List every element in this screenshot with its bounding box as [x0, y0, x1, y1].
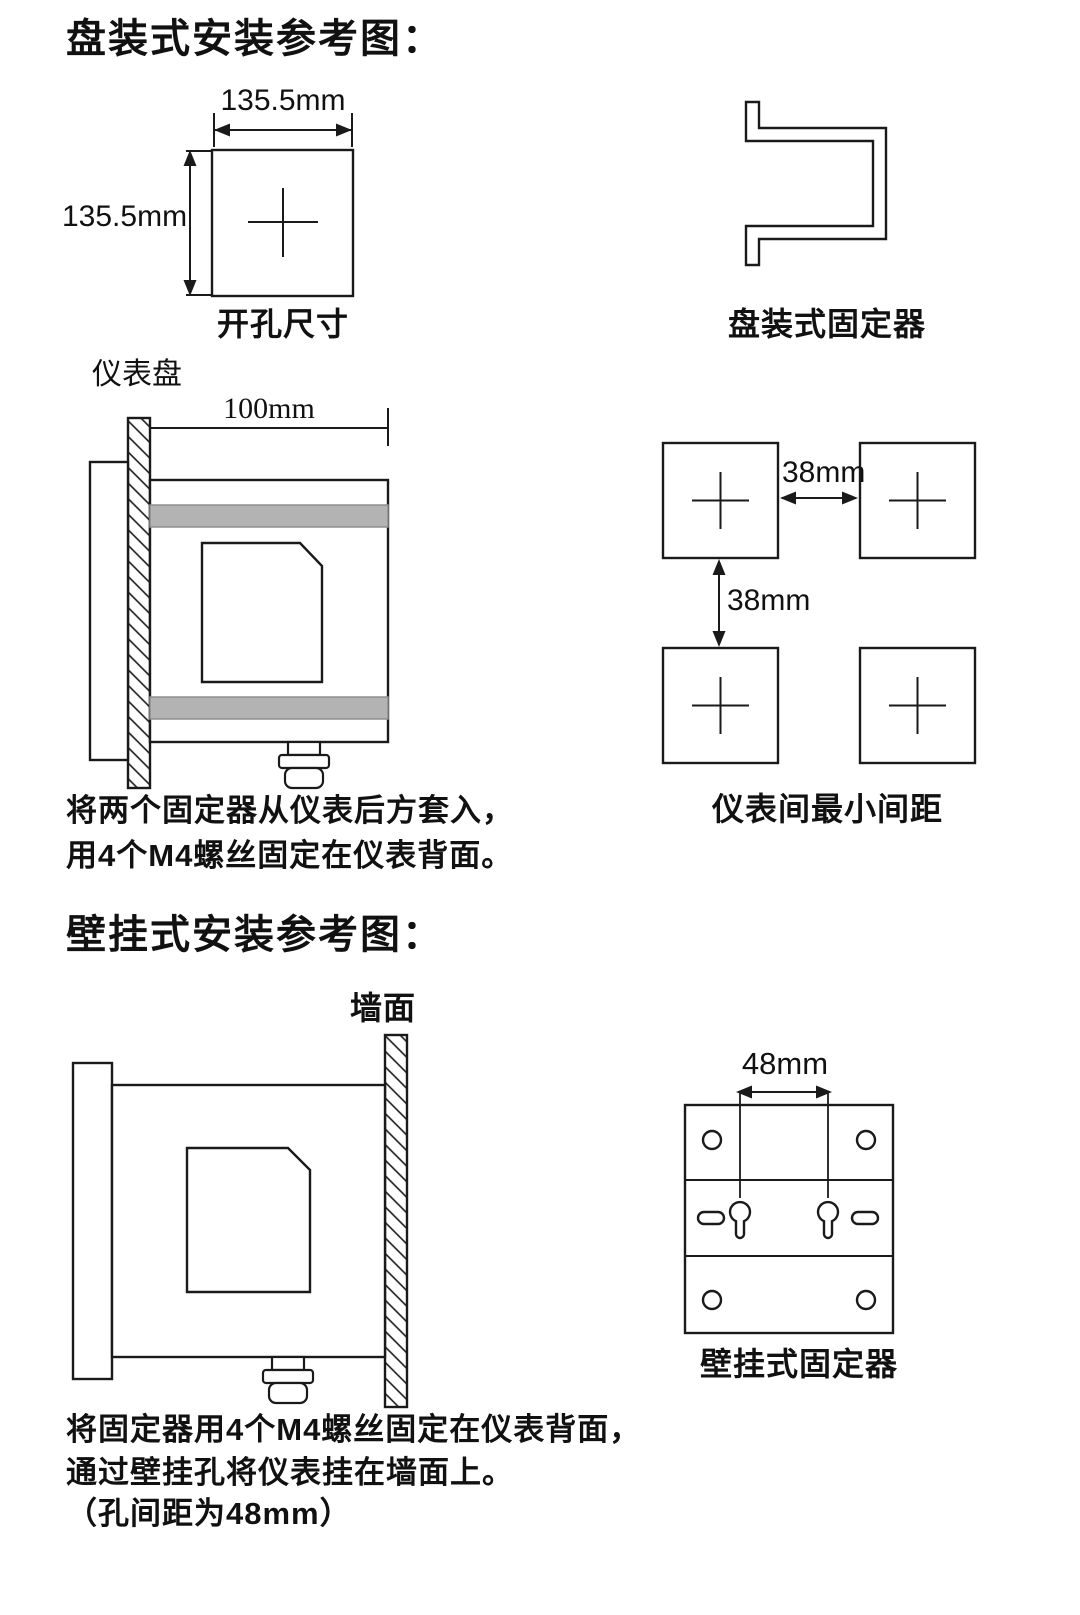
screw-hole	[701, 1289, 723, 1311]
oval-slot-right	[850, 1210, 880, 1226]
panel-bracket-outline	[744, 100, 888, 267]
panel-side-view	[88, 408, 390, 790]
wall-bracket-plate	[683, 1103, 895, 1335]
front-bezel-wall	[71, 1061, 114, 1381]
keyhole-slot-left	[728, 1200, 752, 1240]
depth-dimension	[150, 408, 389, 446]
wall-note-line3: （孔间距为48mm）	[66, 1496, 352, 1531]
cutout-height-dimension	[183, 150, 211, 296]
wall-note-line2: 通过壁挂孔将仪表挂在墙面上。	[66, 1455, 514, 1490]
spacing-caption: 仪表间最小间距	[712, 791, 944, 827]
arrowhead	[183, 150, 197, 166]
depth-dimension-label: 100mm	[223, 392, 315, 425]
cutout-square	[210, 148, 355, 298]
spacing-square-tl	[661, 441, 780, 560]
screw-hole	[855, 1289, 877, 1311]
hole-spacing-dimension	[736, 1085, 832, 1198]
spacing-diagram	[661, 441, 977, 765]
instrument-panel-hatched	[126, 416, 152, 790]
cutout-diagram	[183, 113, 355, 298]
panel-section-title: 盘装式安装参考图：	[66, 17, 444, 61]
cutout-caption: 开孔尺寸	[216, 306, 349, 342]
clamp-bar-bottom	[149, 696, 389, 720]
wall-bracket-drawing	[683, 1085, 895, 1335]
wall-side-view	[71, 1033, 409, 1409]
oval-slot-left	[696, 1210, 726, 1226]
panel-bracket-drawing	[744, 100, 888, 267]
panel-note-line2: 用4个M4螺丝固定在仪表背面。	[66, 838, 514, 873]
spacing-square-bl	[661, 646, 780, 765]
wall-note-line1: 将固定器用4个M4螺丝固定在仪表背面，	[66, 1412, 642, 1447]
wall-section-title: 壁挂式安装参考图：	[66, 913, 444, 957]
cutout-center-cross	[248, 188, 318, 257]
spacing-vertical-arrow	[712, 559, 726, 647]
front-bezel	[88, 460, 130, 762]
instrument-panel-label: 仪表盘	[92, 358, 182, 391]
screw-hole	[855, 1129, 877, 1151]
wall-label: 墙面	[350, 990, 417, 1026]
keyhole-slot-right	[816, 1200, 840, 1240]
spacing-crosses	[692, 472, 946, 734]
cable-gland-wall	[261, 1355, 315, 1405]
cutout-width-label: 135.5mm	[220, 84, 346, 117]
wall-bracket-caption: 壁挂式固定器	[700, 1346, 899, 1382]
cutout-width-dimension	[213, 113, 353, 147]
spacing-vertical-label: 38mm	[727, 584, 811, 617]
arrowhead	[336, 123, 352, 137]
cutout-height-label: 135.5mm	[62, 200, 188, 233]
spacing-square-tr	[858, 441, 977, 560]
body-label-plate	[200, 541, 324, 684]
spacing-horizontal-arrow	[780, 491, 858, 505]
spacing-horizontal-label: 38mm	[782, 456, 866, 489]
spacing-square-br	[858, 646, 977, 765]
clamp-bar-top	[149, 504, 389, 528]
wall-hatched	[383, 1033, 409, 1409]
hole-spacing-label: 48mm	[741, 1046, 829, 1081]
arrowhead	[214, 123, 230, 137]
body-label-plate-wall	[185, 1146, 312, 1294]
arrowhead	[183, 280, 197, 296]
cable-gland	[277, 740, 331, 790]
screw-hole	[701, 1129, 723, 1151]
panel-bracket-caption: 盘装式固定器	[728, 306, 927, 342]
panel-note-line1: 将两个固定器从仪表后方套入，	[66, 793, 514, 828]
